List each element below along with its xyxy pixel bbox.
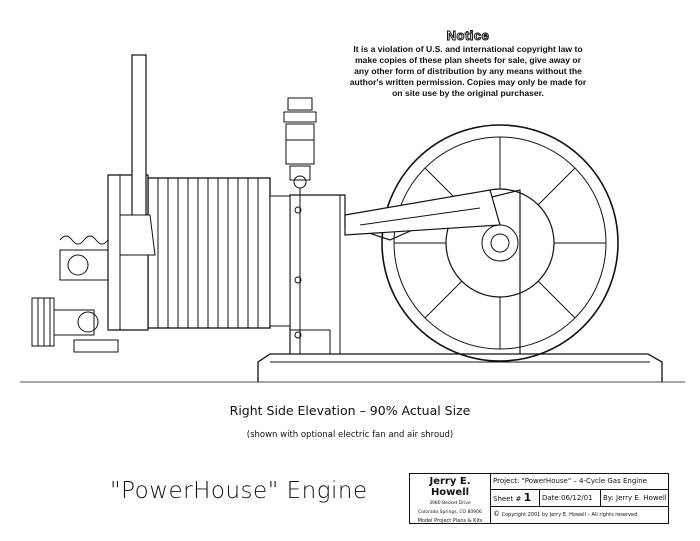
view-caption: Right Side Elevation – 90% Actual Size bbox=[229, 403, 471, 418]
title-block: Jerry E. Howell 3980 Becket Drive Colora… bbox=[409, 473, 669, 524]
copyright-notice: Notice It is a violation of U.S. and int… bbox=[348, 28, 588, 99]
notice-title: Notice bbox=[446, 28, 490, 44]
date-label: Date: bbox=[542, 494, 562, 502]
company-name: Model Project Plans & Kits bbox=[417, 518, 483, 524]
by-value: Jerry E. Howell bbox=[616, 494, 667, 502]
engine-base bbox=[257, 353, 663, 382]
copyright-text: Copyright 2001 by Jerry E. Howell – All … bbox=[501, 512, 639, 518]
sheet-row: Sheet # 1 Date:06/12/01 By: Jerry E. How… bbox=[491, 490, 668, 507]
connecting-rod bbox=[344, 189, 501, 236]
notice-text: It is a violation of U.S. and internatio… bbox=[349, 44, 587, 98]
sheet-label: Sheet # bbox=[493, 495, 522, 503]
cylinder-fins bbox=[147, 177, 291, 329]
fan-motor bbox=[31, 297, 119, 353]
igniter-spring bbox=[59, 235, 109, 281]
address-line-2: Colorado Springs, CO 80906 bbox=[418, 509, 482, 515]
flywheel bbox=[381, 124, 619, 362]
by-label: By: bbox=[603, 494, 614, 502]
project-label: Project: bbox=[493, 477, 520, 485]
address-line-1: 3980 Becket Drive bbox=[429, 501, 471, 506]
sheet-number: 1 bbox=[523, 491, 532, 504]
view-subcaption: (shown with optional electric fan and ai… bbox=[246, 430, 454, 440]
project-row: Project: "PowerHouse" – 4-Cycle Gas Engi… bbox=[491, 474, 668, 490]
date-value: 06/12/01 bbox=[561, 494, 593, 502]
copyright-row: © Copyright 2001 by Jerry E. Howell – Al… bbox=[491, 507, 668, 522]
designer-name: Jerry E. Howell bbox=[429, 476, 471, 498]
copyright-icon: © bbox=[493, 510, 500, 518]
oiler bbox=[283, 97, 317, 196]
drawing-title: "PowerHouse" Engine bbox=[110, 478, 368, 504]
designer-block: Jerry E. Howell 3980 Becket Drive Colora… bbox=[410, 474, 491, 524]
project-value: "PowerHouse" – 4-Cycle Gas Engine bbox=[521, 477, 647, 485]
